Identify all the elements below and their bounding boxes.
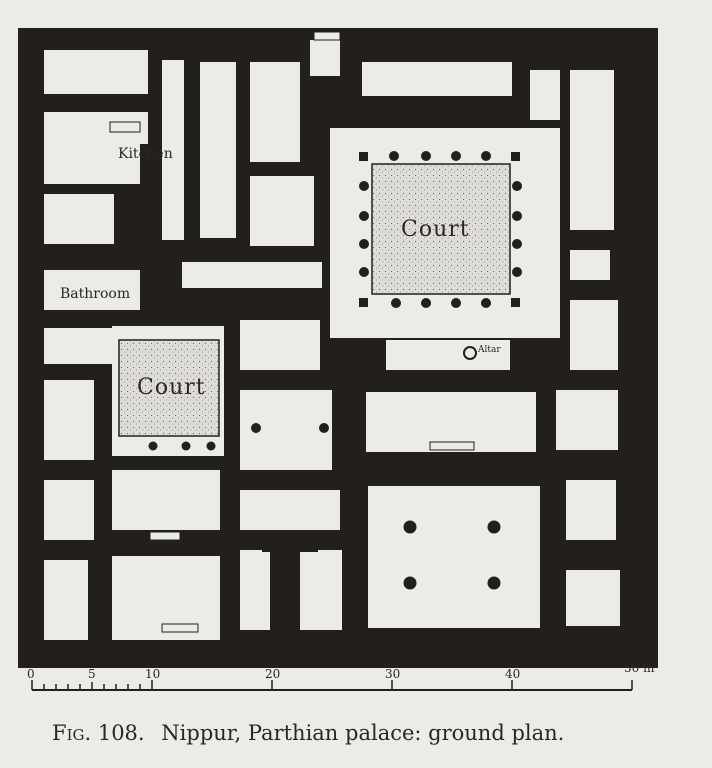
kitchen-room [44,132,140,184]
scale-label-5: 5 [88,667,96,681]
column [451,151,461,161]
room [44,194,114,244]
label-bathroom: Bathroom [60,286,130,302]
column [251,423,261,433]
pier-stem [280,552,298,568]
scale-label-50m: 50 m [624,661,655,675]
pier-top [262,538,318,552]
altar-room [386,340,510,370]
room [240,550,270,630]
column [359,267,369,277]
column [512,267,522,277]
room [200,62,236,238]
scale-label-40: 40 [505,667,520,681]
courts [118,163,511,437]
room [310,40,340,76]
altar-icon [463,346,477,360]
room [566,480,616,540]
room [570,70,614,230]
label-court-small: Court [137,375,206,400]
column [481,151,491,161]
column [359,181,369,191]
scale-bar: 0 5 10 20 30 40 50 m [27,661,655,691]
room [44,328,118,364]
scale-major-ticks [31,680,633,690]
column [391,298,401,308]
column [451,298,461,308]
door-sill [429,441,475,451]
room [362,62,512,96]
figure-caption: Fig. 108. Nippur, Parthian palace: groun… [52,721,564,745]
room-labels: Kitchen Bathroom Court Court Altar [60,146,501,400]
caption-text: Nippur, Parthian palace: ground plan. [161,721,564,745]
door-sill [149,531,181,541]
label-court-large: Court [401,217,470,242]
column [481,298,491,308]
column [458,113,466,127]
room [240,490,340,530]
column [359,211,369,221]
scale-minor-ticks [43,684,141,690]
column [512,211,522,221]
pier [262,538,318,568]
room [240,320,320,370]
room-floors [44,40,620,640]
columns [148,113,522,590]
column [148,441,158,451]
column [487,520,501,534]
bathroom-room [44,270,140,310]
column [431,113,439,127]
room [44,380,94,460]
door-sill [161,623,199,633]
room [44,50,148,94]
column [319,423,329,433]
column [359,239,369,249]
room [556,390,618,450]
column [512,181,522,191]
label-kitchen: Kitchen [118,146,173,162]
scale-label-10: 10 [145,667,160,681]
court-large [371,163,511,295]
column [421,151,431,161]
label-altar: Altar [477,345,501,355]
column [181,441,191,451]
column [511,298,520,307]
scale-label-30: 30 [385,667,400,681]
room [566,570,620,626]
column [206,441,216,451]
caption-fig-number: Fig. 108. [52,721,145,745]
room [530,70,560,120]
court-small [118,339,220,437]
column [403,576,417,590]
door-sills [109,31,475,633]
hall-with-columns [368,486,540,628]
room [570,300,618,370]
plan-walls [18,28,658,668]
door-sill [109,121,141,133]
column [389,151,399,161]
room [250,62,300,162]
room [250,176,314,246]
column [487,576,501,590]
room [300,550,342,630]
column [403,520,417,534]
room [162,60,184,240]
scale-label-20: 20 [265,667,280,681]
room [182,262,322,288]
column [359,152,368,161]
door-sill [313,31,341,41]
column [421,298,431,308]
room [44,480,94,540]
scale-label-0: 0 [27,667,35,681]
room [112,470,220,530]
column [512,239,522,249]
room [570,250,610,280]
column [359,298,368,307]
column [511,152,520,161]
room [44,560,88,640]
